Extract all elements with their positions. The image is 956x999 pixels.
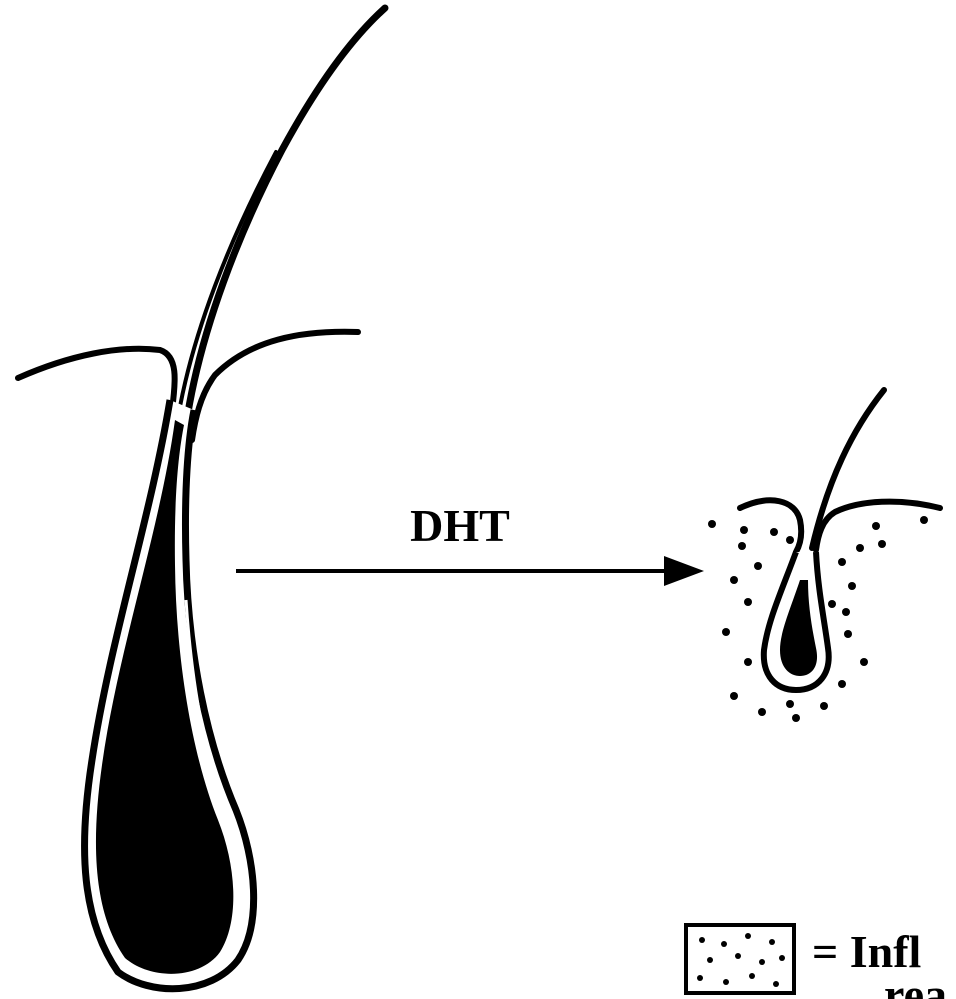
dht-arrow: DHT xyxy=(236,500,704,586)
arrow-label: DHT xyxy=(410,500,510,551)
terminal-hair-shaft xyxy=(186,8,385,425)
arrow-head-icon xyxy=(664,556,704,586)
legend: = Infl rea xyxy=(686,925,947,999)
miniaturized-hair-follicle-icon xyxy=(708,390,940,722)
terminal-follicle-bulb xyxy=(96,420,233,974)
left-skin-surface-line xyxy=(18,349,175,410)
legend-label-line-2: rea xyxy=(884,969,947,999)
small-skin-surface-line xyxy=(740,500,801,552)
terminal-hair-follicle-icon xyxy=(18,8,385,989)
right-skin-surface-line xyxy=(192,332,358,440)
